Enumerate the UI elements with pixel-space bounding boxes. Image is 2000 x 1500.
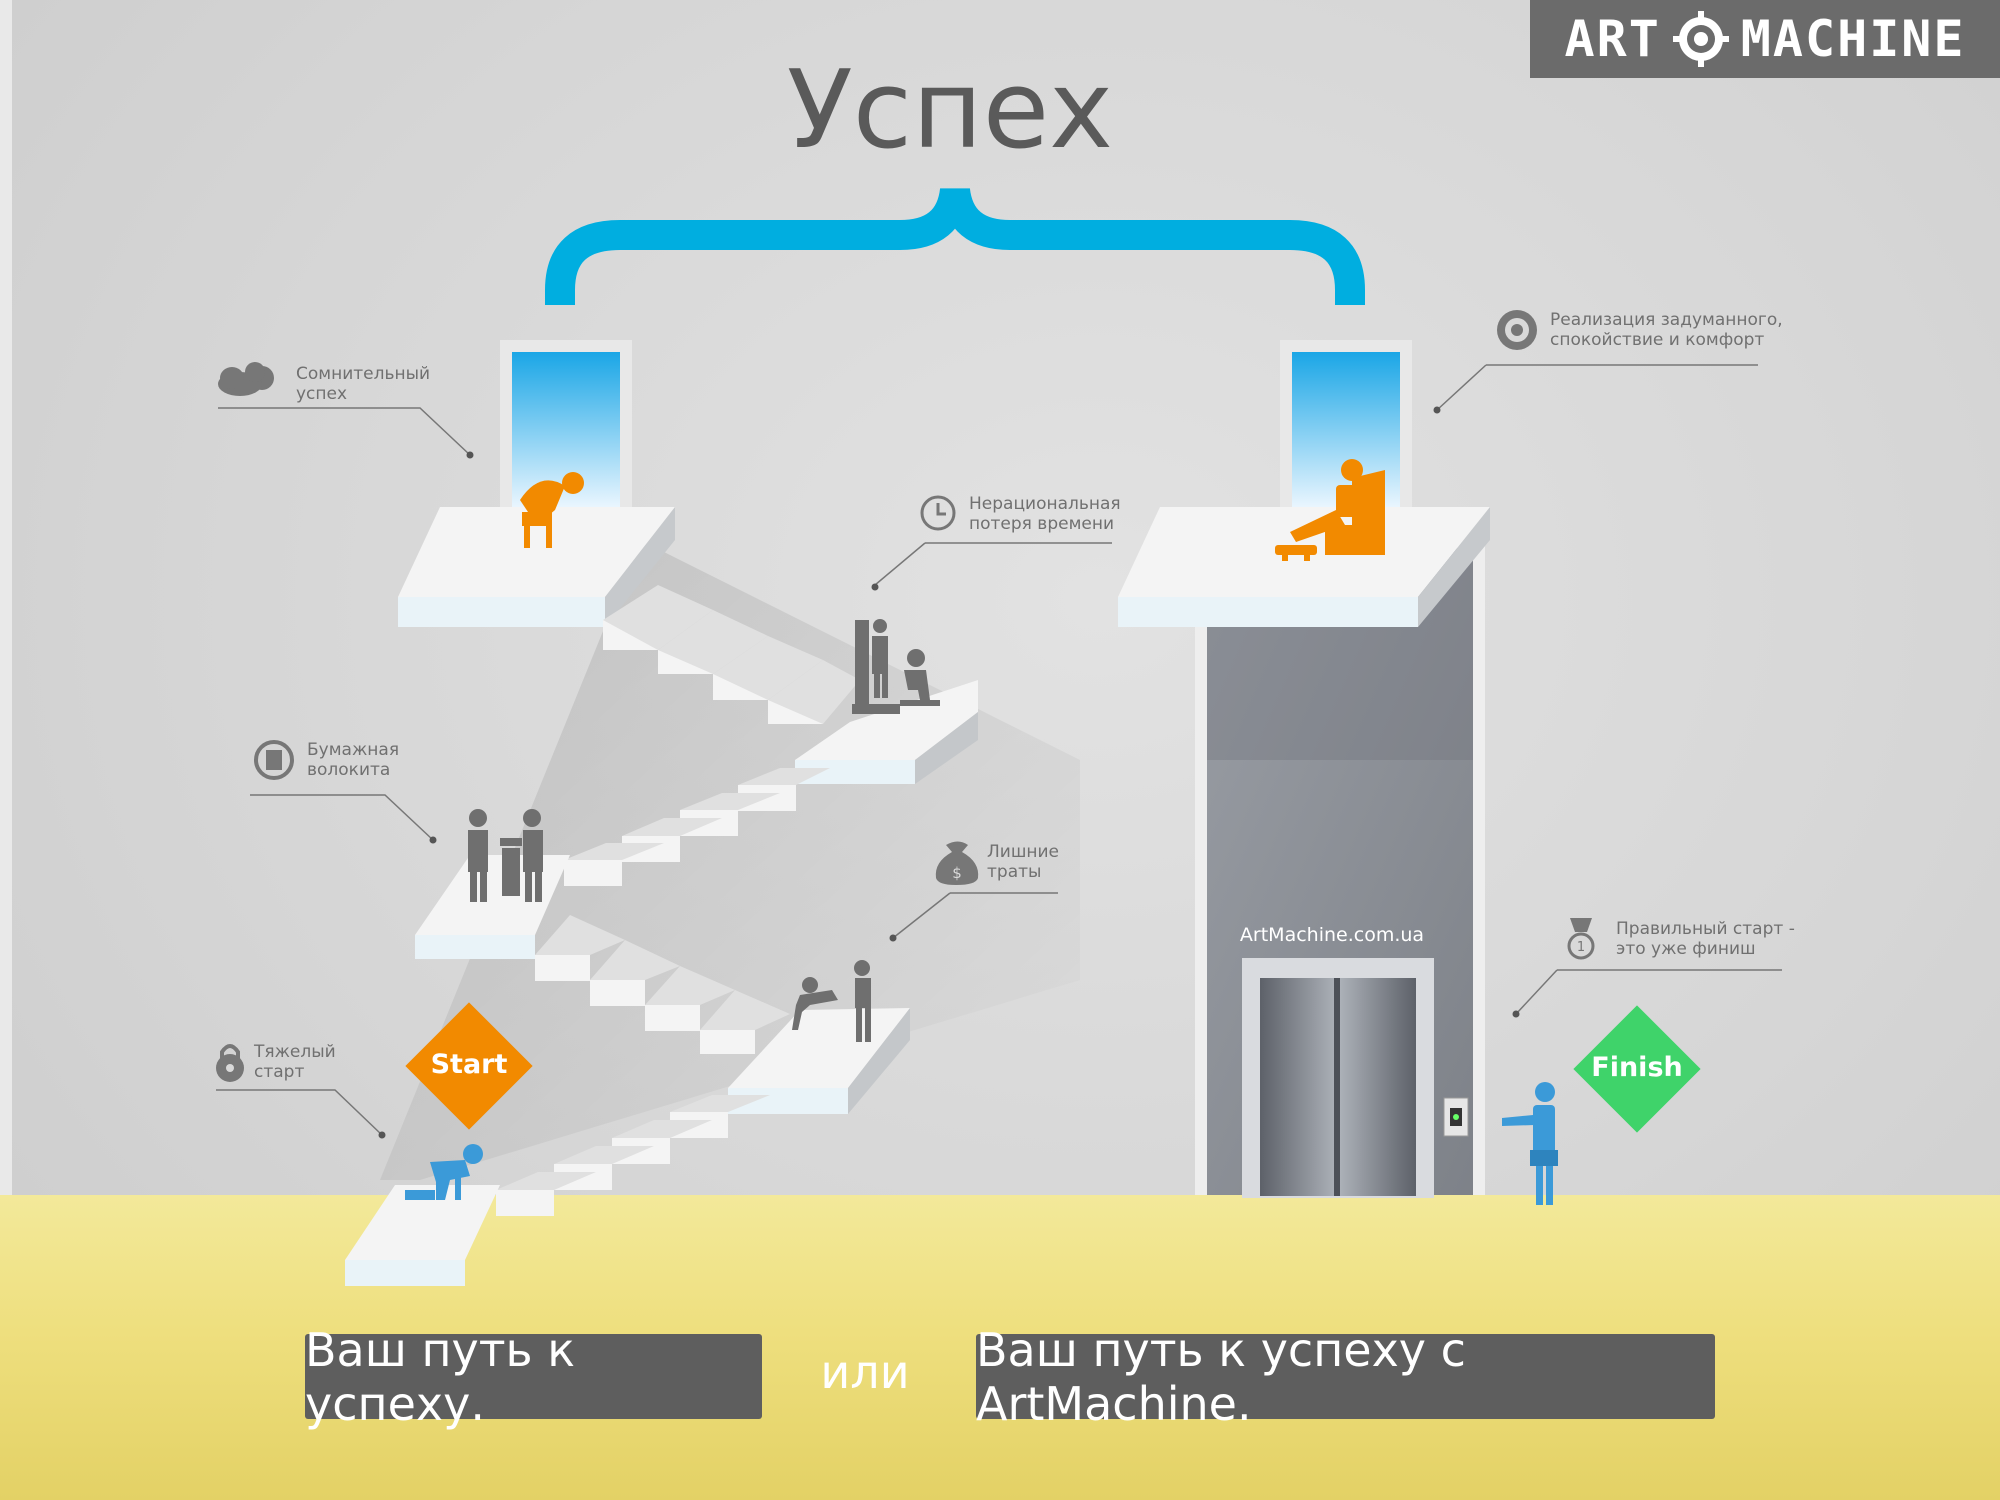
annotation-hard-start: Тяжелый старт [254,1042,336,1082]
left-top-platform [398,507,675,597]
extra-costs-figures [792,960,871,1042]
annotation-extra-costs: Лишние траты [987,842,1060,882]
money-bag-icon: $ [935,841,979,885]
artmachine-logo[interactable]: ART MACHINE [1530,0,2000,78]
annotation-paperwork: Бумажная волокита [307,740,400,780]
logo-right-word: MACHINE [1740,10,1966,68]
landing-right-2 [728,1008,910,1088]
stairs-flight-1 [603,585,860,724]
logo-left-word: ART [1564,10,1661,68]
annotation-realization: Реализация задуманного, спокойствие и ко… [1550,310,1783,350]
waiting-figure [1502,1082,1558,1205]
refresh-document-icon [254,740,294,780]
padlock-icon [216,1044,244,1082]
annotation-doubtful-success: Сомнительный успех [296,364,431,404]
elevator-site-label: ArtMachine.com.ua [1239,924,1425,946]
bottom-step [345,1185,500,1260]
or-label: или [820,1345,910,1399]
stairs-flight-2 [564,768,830,886]
stairs-flight-3 [535,915,790,1054]
annotation-time-loss: Нерациональная потеря времени [969,494,1121,534]
logo-gear-icon [1672,11,1729,67]
crawling-figure [405,1144,483,1200]
path-artmachine-button[interactable]: Ваш путь к успеху с ArtMachine. [976,1323,1715,1431]
success-brace [545,187,1365,305]
svg-text:$: $ [952,864,962,882]
office-queue-figures [852,619,940,714]
relaxed-figure [1275,459,1385,561]
finish-label: Finish [1591,1052,1683,1083]
gear-logo-icon [1497,310,1537,350]
svg-text:1: 1 [1577,940,1585,955]
medal-icon: 1 [1567,918,1595,960]
paperwork-figures [468,809,543,902]
sad-figure [520,472,584,548]
annotation-right-start: Правильный старт - это уже финиш [1616,919,1795,959]
cloud-sun-icon [218,362,274,396]
start-label: Start [430,1049,508,1080]
path-button[interactable]: Ваш путь к успеху. [305,1323,762,1431]
page-title: Успех [786,48,1114,173]
clock-icon [920,495,956,531]
stairs-flight-4 [496,1095,770,1216]
